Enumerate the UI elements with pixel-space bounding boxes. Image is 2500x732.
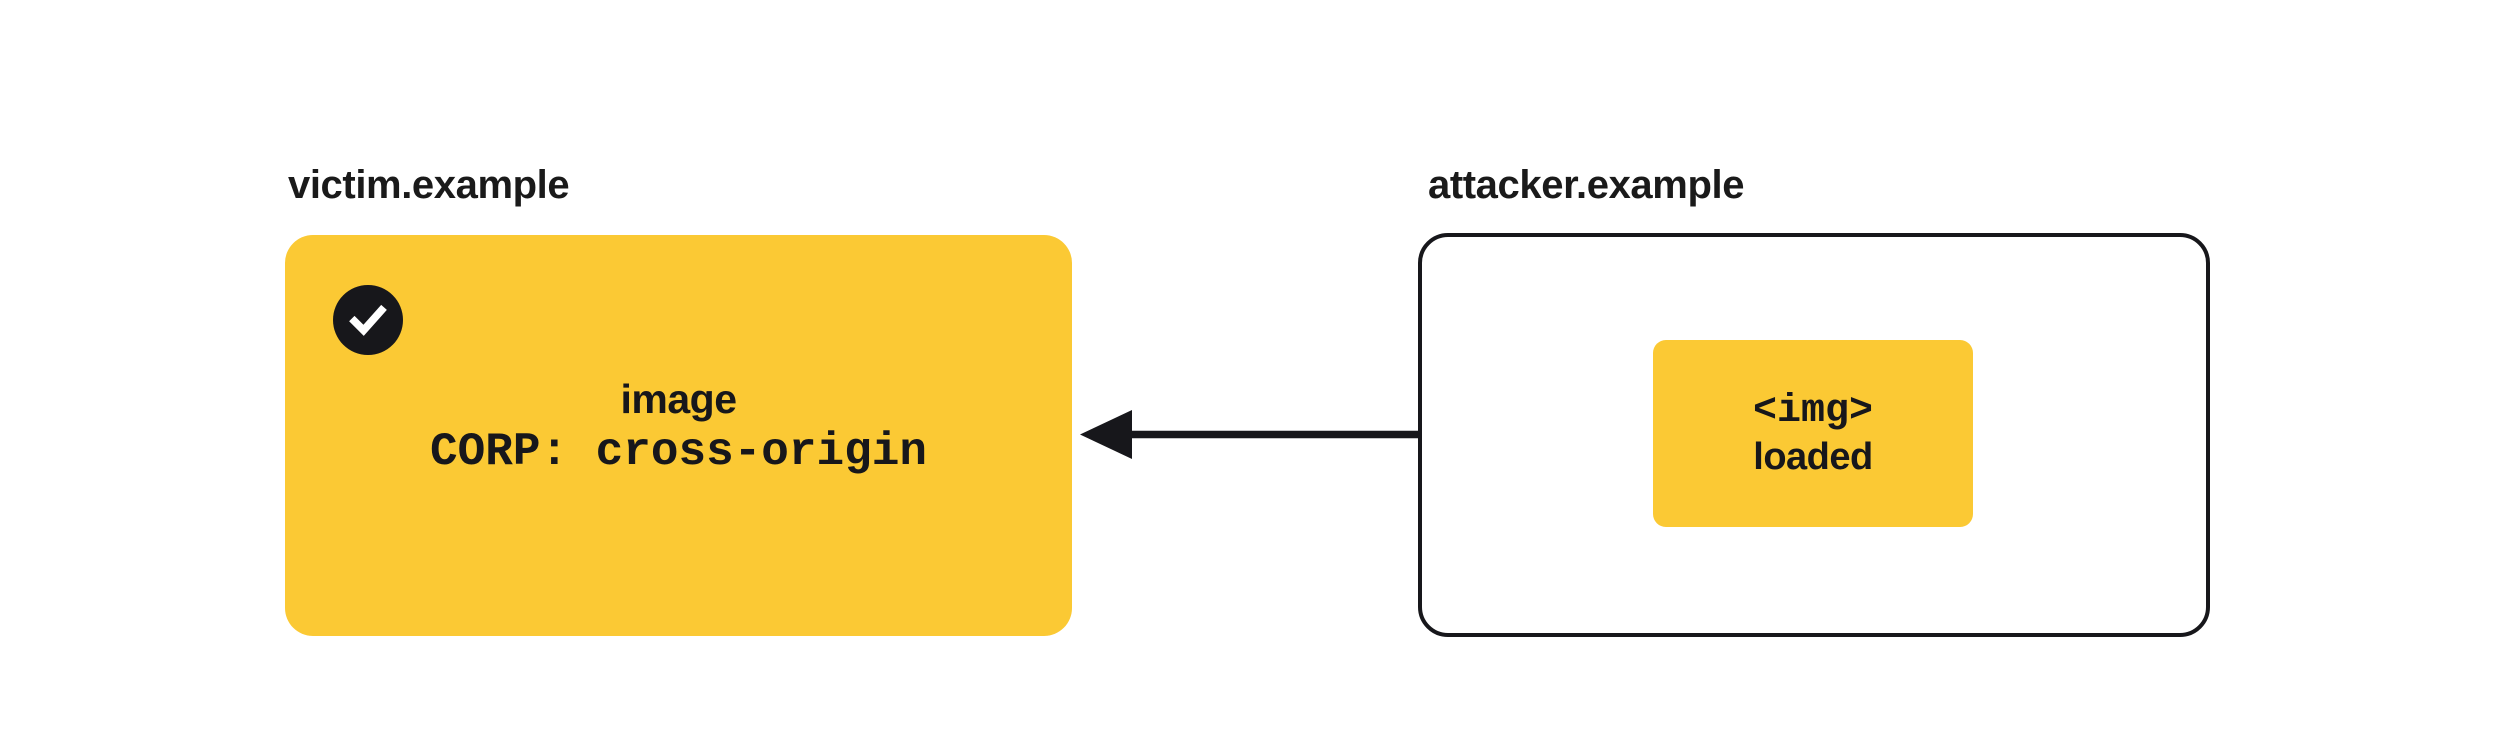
resource-type-label: image xyxy=(620,376,738,422)
victim-card-text: image CORP: cross-origin xyxy=(285,373,1079,479)
img-element-card: <img> loaded xyxy=(1653,340,1973,527)
img-status-label: loaded xyxy=(1753,435,1873,478)
img-tag-label: <img> xyxy=(1752,388,1874,434)
check-circle-icon xyxy=(333,285,403,355)
attacker-origin-label: attacker.example xyxy=(1428,163,1745,207)
victim-origin-label: victim.example xyxy=(288,163,570,207)
attacker-browsing-context: <img> loaded xyxy=(1418,233,2210,637)
victim-resource-card: image CORP: cross-origin xyxy=(285,235,1072,636)
corp-header-label: CORP: cross-origin xyxy=(430,426,927,478)
